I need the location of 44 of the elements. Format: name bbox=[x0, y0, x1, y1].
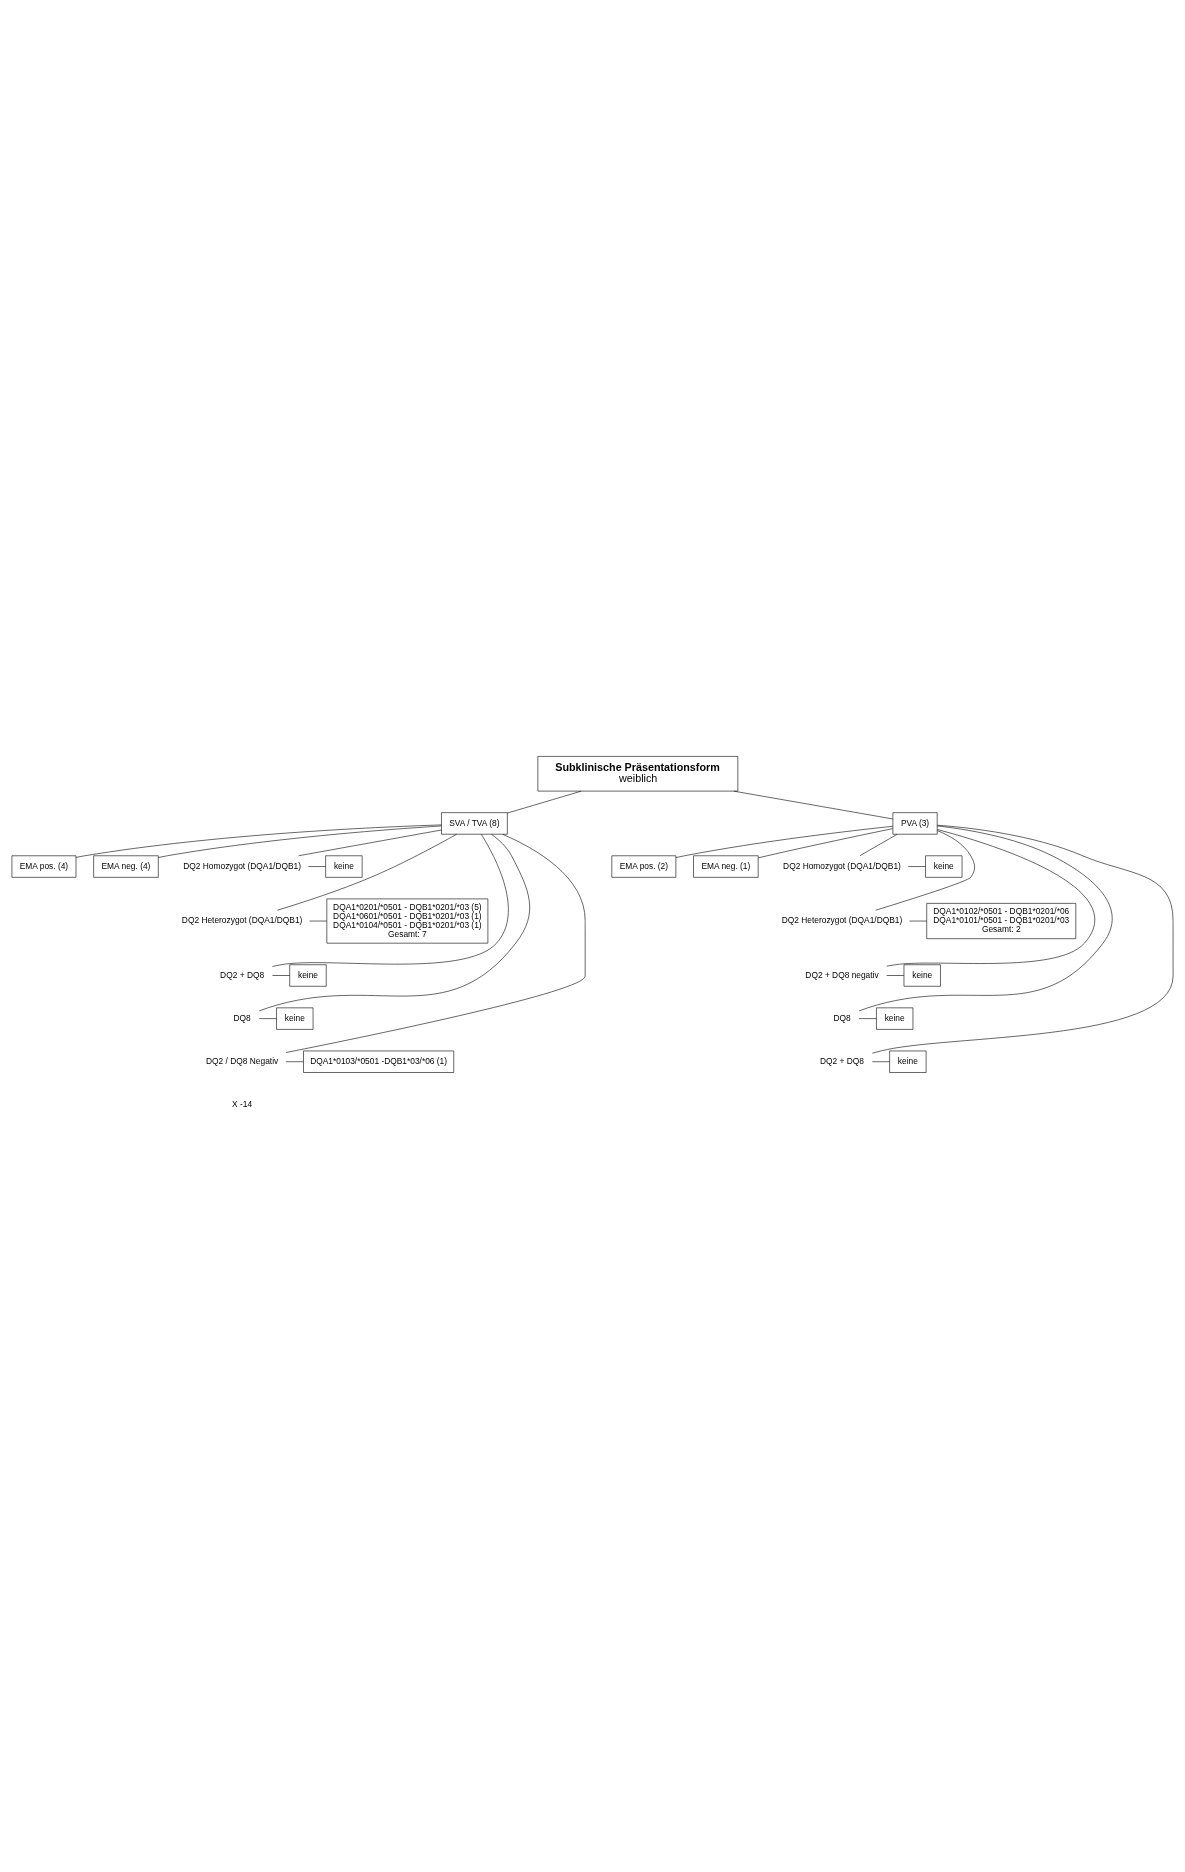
connector bbox=[872, 824, 1174, 1054]
node-text: DQ2 + DQ8 bbox=[220, 969, 265, 980]
connector bbox=[285, 1061, 304, 1062]
connector bbox=[858, 825, 1113, 1012]
node-box: EMA pos. (2) bbox=[611, 855, 677, 878]
node-box: DQA1*0201/*0501 - DQB1*0201/*03 (5) DQA1*0601/*0501 - DQB1*0201/*03 (1) DQA1*0104/*0501 - DQB1*0201/*03 (1) Gesamt: 7 bbox=[326, 898, 489, 944]
label: X -14 bbox=[232, 1099, 253, 1110]
node-text: DQ2 Heterozygot (DQA1/DQB1) bbox=[181, 915, 303, 926]
node-box: DQA1*0102/*0501 - DQB1*0201/*06 DQA1*0101/*0501 - DQB1*0201/*03 Gesamt: 2 bbox=[926, 903, 1077, 939]
connector bbox=[675, 826, 894, 858]
node-box: keine bbox=[925, 855, 963, 878]
node-text: DQ2 / DQ8 Negativ bbox=[206, 1055, 279, 1066]
node-box: keine bbox=[289, 964, 327, 987]
node-box: EMA neg. (4) bbox=[93, 855, 159, 878]
connector bbox=[886, 975, 905, 976]
connector bbox=[285, 834, 586, 1053]
connector bbox=[507, 790, 582, 814]
connector bbox=[272, 975, 290, 976]
connector bbox=[872, 1061, 890, 1062]
connector bbox=[733, 790, 893, 820]
node-box: keine bbox=[325, 855, 363, 878]
node-box: EMA neg. (1) bbox=[693, 855, 759, 878]
node-box: EMA pos. (4) bbox=[11, 855, 77, 878]
connector bbox=[258, 1018, 277, 1019]
connector bbox=[859, 834, 898, 856]
connector bbox=[308, 866, 326, 867]
node-text: DQ8 bbox=[233, 1012, 251, 1023]
connector bbox=[907, 866, 926, 867]
node-text: DQ2 Homozygot (DQA1/DQB1) bbox=[183, 860, 301, 871]
connector bbox=[75, 824, 442, 858]
node-text: DQ8 bbox=[833, 1012, 851, 1023]
node-text: DQ2 Heterozygot (DQA1/DQB1) bbox=[781, 915, 903, 926]
node-text: DQ2 Homozygot (DQA1/DQB1) bbox=[783, 860, 901, 871]
connector bbox=[158, 825, 442, 858]
node-box: DQA1*0103/*0501 -DQB1*03/*06 (1) bbox=[303, 1050, 455, 1073]
node-box: keine bbox=[889, 1050, 927, 1073]
node-box: keine bbox=[276, 1007, 314, 1030]
node-box: PVA (3) bbox=[892, 812, 938, 835]
node-box: keine bbox=[876, 1007, 914, 1030]
node-box: SVA / TVA (8) bbox=[441, 812, 508, 835]
node-box: keine bbox=[903, 964, 941, 987]
node-box: Subklinische Präsentationsform weiblich bbox=[537, 756, 739, 792]
node-text: DQ2 + DQ8 bbox=[820, 1055, 864, 1066]
node-text: DQ2 + DQ8 negativ bbox=[805, 969, 879, 980]
